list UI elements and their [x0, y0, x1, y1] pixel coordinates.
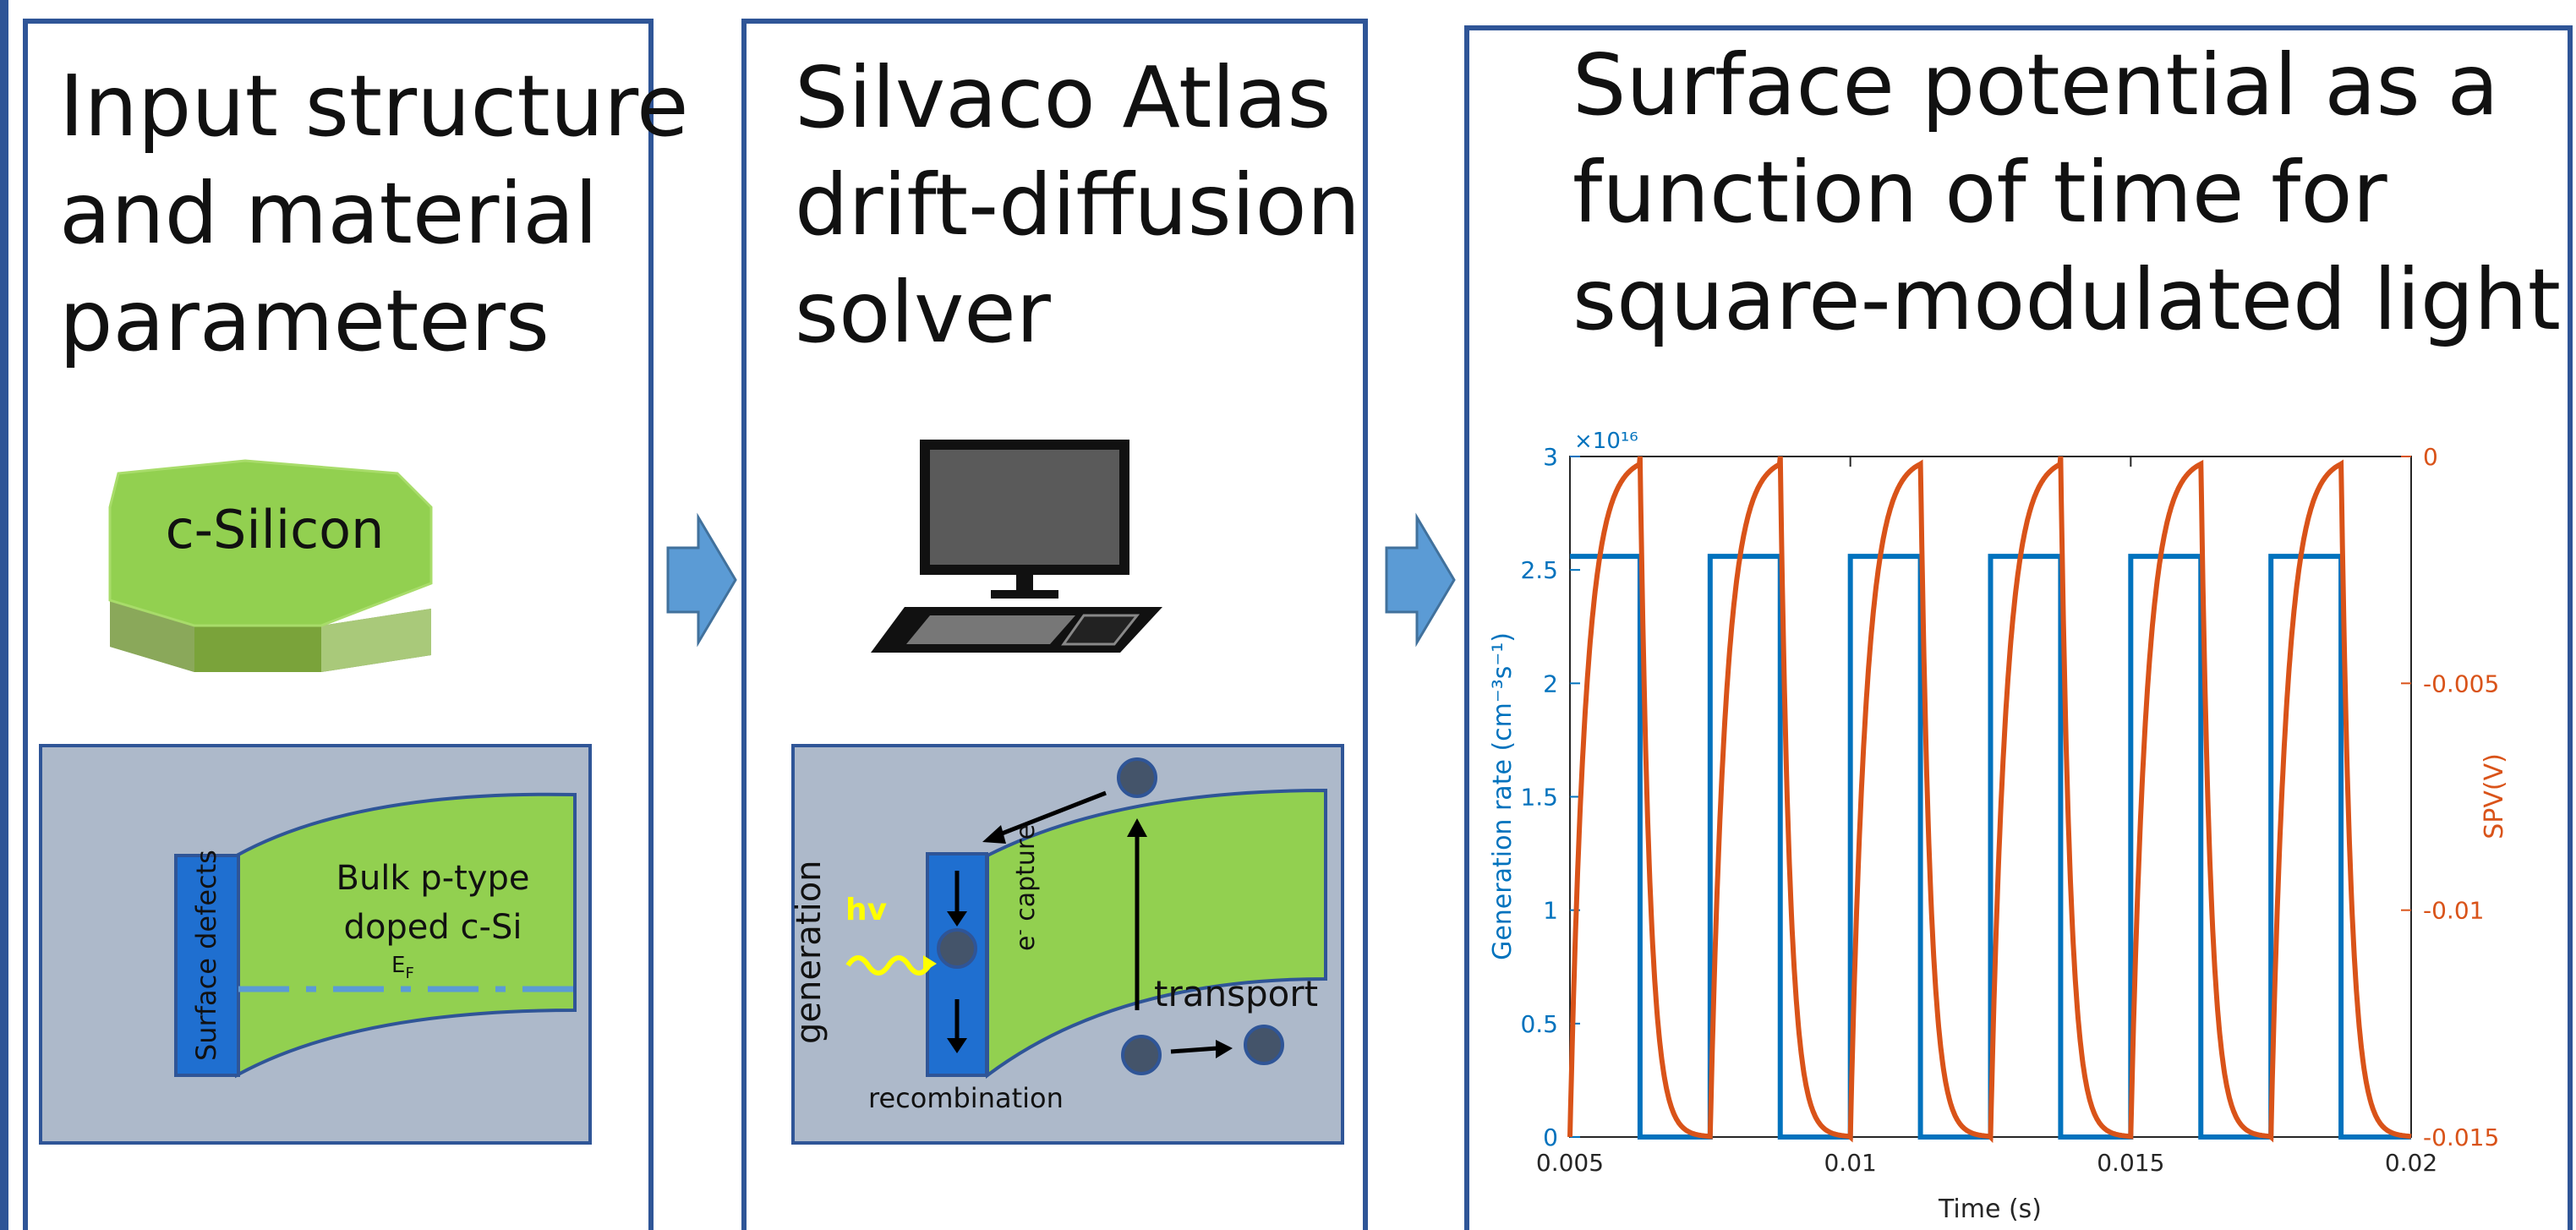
- generation-label: generation: [790, 860, 829, 1044]
- y-left-tick-label: 0: [1543, 1123, 1558, 1151]
- input-title-line-1: Input structure: [59, 57, 689, 156]
- capture-arrow-head-1: [947, 911, 967, 927]
- crystal-label: c-Silicon: [166, 499, 385, 560]
- y-left-axis-label: Generation rate (cm⁻³s⁻¹): [1488, 632, 1518, 960]
- y-right-tick-label: -0.005: [2423, 670, 2499, 697]
- hole-bottom-2: [1244, 1025, 1284, 1065]
- spv-chart: 0.005 0.01 0.015 0.02 0 0.5 1 1.5 2 2.5 3 -0.015 -0.…: [1488, 429, 2509, 1224]
- bulk-label-line-1: Bulk p-type: [336, 859, 530, 898]
- y-right-tick-label: -0.015: [2423, 1123, 2499, 1151]
- panel-input-frame: [23, 19, 654, 1230]
- band-region: [235, 792, 577, 1079]
- y-left-tick-label: 0.5: [1520, 1010, 1558, 1038]
- surface-defects-bar: [174, 854, 240, 1077]
- silicon-crystal: [108, 459, 433, 672]
- x-tick-label: 0.02: [2385, 1149, 2437, 1177]
- electron-top: [1117, 757, 1157, 798]
- y-left-tick-label: 1.5: [1520, 784, 1558, 812]
- hole-move-arrow-head: [1216, 1040, 1233, 1058]
- y-right-axis-label: SPV(V): [2480, 753, 2509, 839]
- computer-icon: [871, 440, 1162, 653]
- left-edge-bar: [0, 0, 8, 1230]
- arrow-right-2: [1385, 512, 1456, 648]
- x-tick-label: 0.01: [1824, 1149, 1876, 1177]
- transport-arrow-head: [1127, 818, 1147, 837]
- y-left-tick-label: 3: [1543, 443, 1558, 471]
- x-tick-label: 0.005: [1536, 1149, 1604, 1177]
- result-title-line-1: Surface potential as a: [1572, 36, 2499, 134]
- transport-label: transport: [1154, 973, 1318, 1014]
- capture-path-arrow: [997, 790, 1107, 838]
- input-title-line-2: and material: [59, 164, 598, 263]
- solver-title-line-3: solver: [795, 263, 1052, 362]
- result-title-line-3: square-modulated light: [1572, 250, 2561, 349]
- photon-wave: [845, 955, 932, 976]
- y-left-tick-label: 2: [1543, 670, 1558, 697]
- capture-path-arrow-head: [982, 825, 1006, 844]
- y-left-tick-label: 1: [1543, 897, 1558, 925]
- x-tick-label: 0.015: [2097, 1149, 2164, 1177]
- x-axis-label: Time (s): [1938, 1194, 2042, 1224]
- solver-title-line-2: drift-diffusion: [795, 156, 1360, 254]
- photon-arrow-head: [923, 955, 937, 972]
- input-title-line-3: parameters: [59, 271, 550, 370]
- panel-solver-frame: [741, 19, 1368, 1230]
- capture-arrow-head-2: [947, 1038, 967, 1053]
- arrow-right-1: [666, 512, 737, 648]
- solver-title-line-1: Silvaco Atlas: [795, 48, 1331, 147]
- band-region-solver: [986, 788, 1327, 1079]
- spv-series-line: [1567, 456, 2412, 1144]
- hole-move-arrow: [1170, 1046, 1218, 1054]
- hv-label: hv: [845, 893, 887, 927]
- capture-label: e- capture: [1009, 824, 1041, 951]
- fermi-label: EF: [391, 953, 414, 982]
- y-left-tick-label: 2.5: [1520, 556, 1558, 584]
- bulk-label-line-2: doped c-Si: [344, 908, 522, 947]
- y-right-tick-label: 0: [2423, 443, 2438, 471]
- left-exponent-label: ×10¹⁶: [1574, 429, 1638, 454]
- hole-bottom-1: [1121, 1035, 1162, 1075]
- defect-carrier: [937, 928, 977, 969]
- y-right-tick-label: -0.01: [2423, 897, 2484, 925]
- surface-defects-label: Surface defects: [190, 850, 222, 1061]
- result-title-line-2: function of time for: [1572, 143, 2388, 242]
- recombination-label: recombination: [868, 1082, 1064, 1114]
- panel-result-frame: [1464, 25, 2573, 1230]
